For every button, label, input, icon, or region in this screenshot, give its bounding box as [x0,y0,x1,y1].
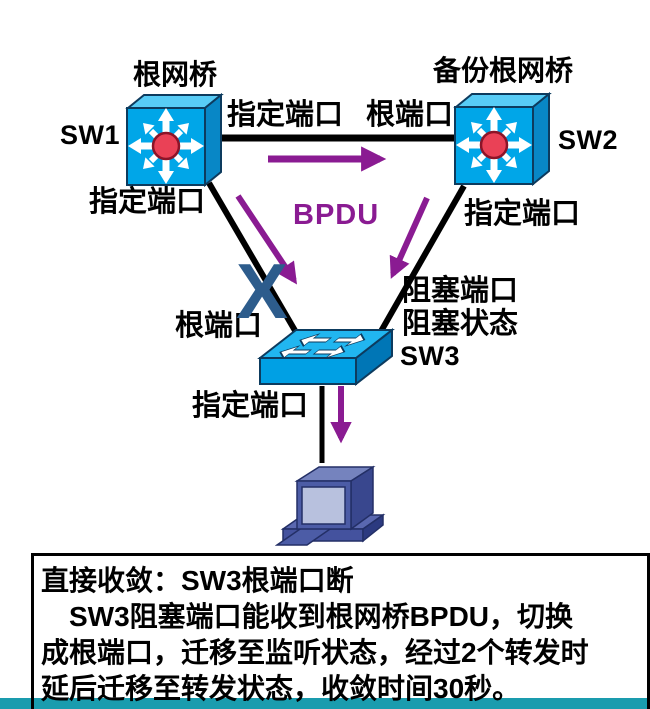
sw2-down-designated-port-label: 指定端口 [464,198,581,230]
broken-link-x-mark: X [236,247,289,335]
sw3-switch-icon [257,327,395,387]
bpdu-label: BPDU [293,199,380,231]
sw1-name-label: SW1 [60,120,121,150]
link-sw1-sw3 [206,181,300,336]
sw2-role-label: 备份根网桥 [433,55,574,86]
note-line-1: 直接收敛：SW3根端口断 [41,565,354,596]
note-line-3: 成根端口，迁移至监听状态，经过2个转发时 [41,637,589,668]
link-sw2-sw3 [377,184,467,335]
sw3-blocked-state-label: 阻塞状态 [402,308,519,340]
sw3-root-port-label: 根端口 [175,310,263,342]
note-line-2: SW3阻塞端口能收到根网桥BPDU，切换 [41,601,574,632]
sw1-down-designated-port-label: 指定端口 [89,186,206,218]
note-line-4: 延后迁移至转发状态，收敛时间30秒。 [41,673,521,704]
sw2-root-port-label: 根端口 [366,99,454,131]
slide-bottom-bar [0,698,650,709]
sw2-name-label: SW2 [558,125,619,155]
bpdu-arrow-sw2-sw3 [389,196,430,279]
sw3-name-label: SW3 [400,341,461,371]
sw1-designated-port-label: 指定端口 [227,99,344,131]
sw1-switch-icon [125,92,224,188]
sw1-role-label: 根网桥 [133,59,218,90]
sw2-switch-icon [453,91,552,187]
sw3-down-designated-port-label: 指定端口 [192,390,309,422]
pc-icon [275,465,386,546]
bpdu-arrow-sw1-sw3 [235,194,297,285]
convergence-note-box: 直接收敛：SW3根端口断 SW3阻塞端口能收到根网桥BPDU，切换 成根端口，迁… [31,553,650,709]
sw3-blocked-port-label: 阻塞端口 [402,275,519,307]
